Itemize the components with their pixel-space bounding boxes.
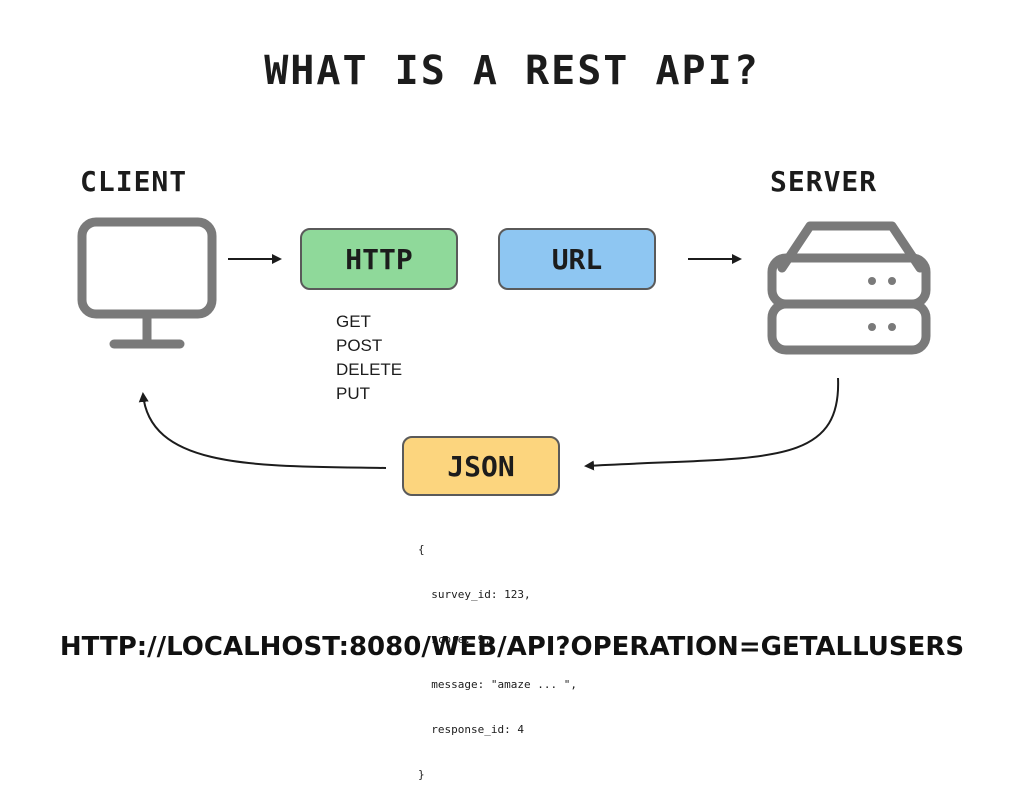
arrow-server-to-json xyxy=(584,377,840,471)
client-label: CLIENT xyxy=(80,165,188,198)
url-box: URL xyxy=(498,228,656,290)
example-url: HTTP://LOCALHOST:8080/WEB/API?OPERATION=… xyxy=(59,632,965,662)
diagram-graphics xyxy=(77,217,931,471)
json-line: survey_id: 123, xyxy=(418,588,531,601)
http-method-put: PUT xyxy=(336,384,370,403)
http-method-get: GET xyxy=(336,312,371,331)
json-line: } xyxy=(418,768,425,781)
server-icon xyxy=(767,221,931,355)
diagram-title: WHAT IS A REST API? xyxy=(264,48,760,94)
http-box: HTTP xyxy=(300,228,458,290)
http-method-delete: DELETE xyxy=(336,360,403,379)
http-methods-list: GET POST DELETE PUT xyxy=(336,310,402,406)
arrow-json-to-client xyxy=(138,392,387,469)
json-box: JSON xyxy=(402,436,560,496)
json-line: message: "amaze ... ", xyxy=(418,678,577,691)
http-method-post: POST xyxy=(336,336,383,355)
json-line: score: 9, xyxy=(418,633,491,646)
monitor-icon xyxy=(77,217,217,349)
json-line: response_id: 4 xyxy=(418,723,524,736)
server-label: SERVER xyxy=(770,165,878,198)
json-line: { xyxy=(418,543,425,556)
